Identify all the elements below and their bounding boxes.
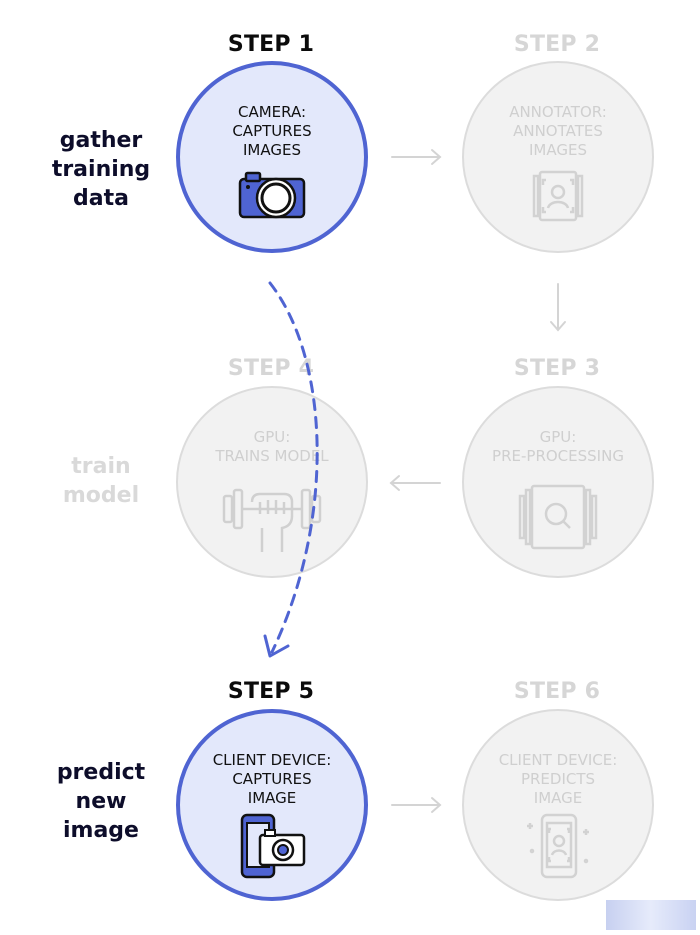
step-5-node: CLIENT DEVICE: CAPTURES IMAGE [176, 709, 368, 901]
step-3-label: GPU: PRE-PROCESSING [492, 428, 624, 465]
step-5-title: STEP 5 [227, 679, 315, 704]
step-2-title: STEP 2 [513, 32, 601, 57]
step-5-label: CLIENT DEVICE: CAPTURES IMAGE [212, 751, 332, 807]
phase-gather-label: gather training data [51, 128, 151, 211]
phase-train-label: train model [62, 454, 140, 508]
step-3-node: GPU: PRE-PROCESSING [462, 386, 654, 578]
phase-predict-label: predict new image [56, 760, 146, 843]
step-4-node: GPU: TRAINS MODEL [176, 386, 368, 578]
arrow-step2-to-step3 [550, 283, 566, 332]
face-annotation-icon [532, 170, 584, 222]
step-1-label: CAMERA: CAPTURES IMAGES [232, 103, 312, 159]
step-6-title: STEP 6 [513, 679, 601, 704]
watermark-stamp [606, 900, 696, 930]
step-1-title: STEP 1 [227, 32, 315, 57]
step-2-label: ANNOTATOR: ANNOTATES IMAGES [509, 103, 607, 159]
step-6-label: CLIENT DEVICE: PREDICTS IMAGE [498, 751, 618, 807]
image-search-icon [518, 484, 598, 550]
dumbbell-hand-icon [222, 488, 322, 552]
step-4-label: GPU: TRAINS MODEL [215, 428, 329, 465]
phone-face-scan-icon [527, 813, 589, 879]
arrow-step5-to-step6 [391, 797, 442, 813]
step-1-node: CAMERA: CAPTURES IMAGES [176, 61, 368, 253]
phone-camera-icon [240, 813, 306, 879]
step-4-title: STEP 4 [227, 356, 315, 381]
dashed-arrow-step1-to-step5 [263, 281, 319, 658]
camera-icon [238, 171, 306, 219]
step-2-node: ANNOTATOR: ANNOTATES IMAGES [462, 61, 654, 253]
arrow-step1-to-step2 [391, 149, 442, 165]
arrow-step3-to-step4 [389, 475, 441, 491]
step-3-title: STEP 3 [513, 356, 601, 381]
step-6-node: CLIENT DEVICE: PREDICTS IMAGE [462, 709, 654, 901]
